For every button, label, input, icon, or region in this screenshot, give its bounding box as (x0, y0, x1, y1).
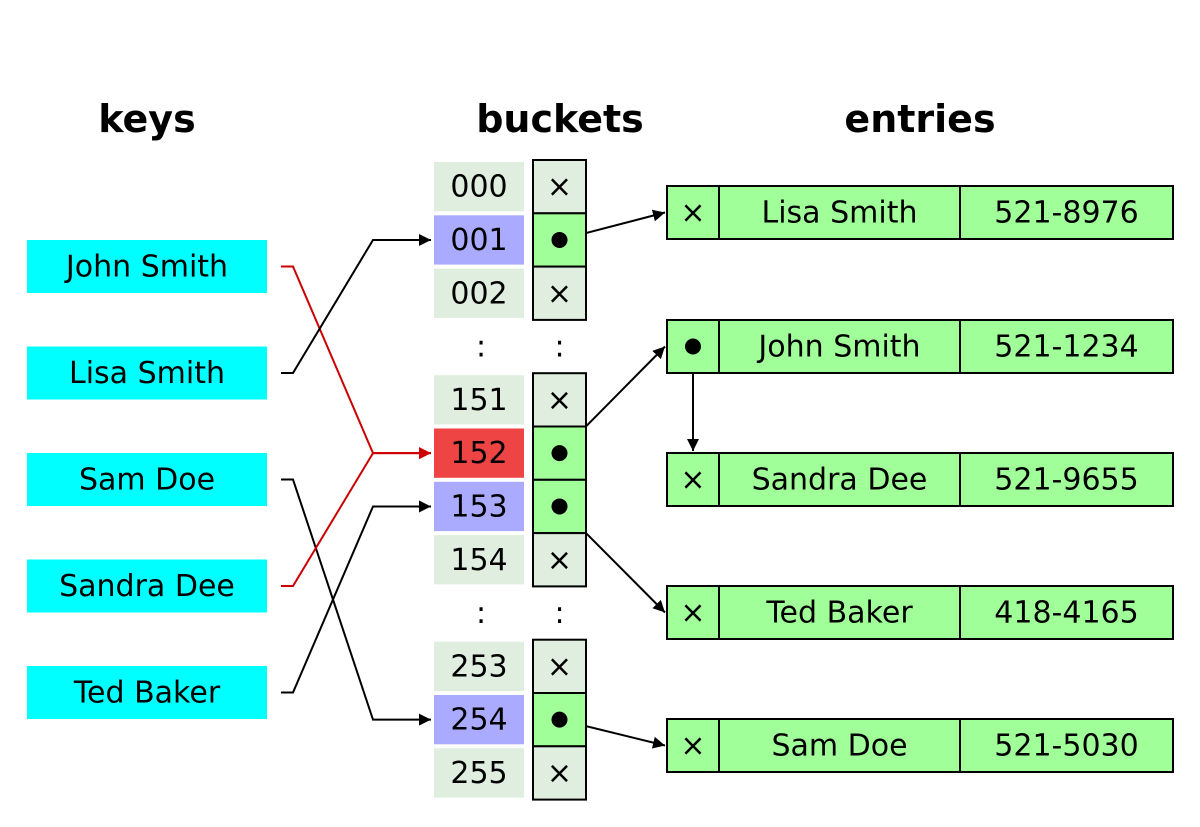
key-box-lisa-smith (27, 346, 267, 400)
key-label: Sam Doe (79, 463, 215, 498)
entry-next-cell (666, 185, 720, 240)
null-cross-icon: × (680, 596, 705, 631)
slot-ellipsis: : (554, 596, 564, 631)
keys-header: keys (98, 97, 195, 141)
bucket-number: 000 (450, 170, 507, 205)
null-cross-icon: × (547, 649, 572, 684)
pointer-dot-icon (685, 338, 701, 355)
entry-name-cell (718, 585, 961, 640)
null-cross-icon: × (547, 276, 572, 311)
entry-phone-cell (959, 585, 1174, 640)
key-to-bucket-arrow (281, 478, 431, 726)
entry-name: Ted Baker (765, 596, 913, 631)
entry-next-cell (666, 718, 720, 773)
key-box-ted-baker (27, 666, 267, 719)
entries-header: entries (844, 97, 995, 141)
bucket-number: 154 (450, 543, 507, 578)
null-cross-icon: × (547, 756, 572, 791)
pointer-dot-icon (551, 231, 568, 248)
entry-row-ted-baker: × Ted Baker 418-4165 (666, 585, 1174, 640)
key-box-john-smith (27, 240, 267, 293)
bucket-slot-255 (532, 745, 587, 801)
entry-phone: 521-9655 (994, 463, 1138, 498)
bucket-number: 002 (450, 276, 507, 311)
bucket-number: 153 (450, 489, 507, 524)
pointer-dot-icon (551, 498, 568, 515)
entry-name: Lisa Smith (762, 196, 918, 231)
bucket-number: 253 (450, 649, 507, 684)
key-to-bucket-arrow (281, 447, 431, 587)
bucket-ellipsis: : (476, 330, 486, 365)
null-cross-icon: × (547, 170, 572, 205)
entry-name-cell (718, 185, 961, 240)
bucket-number: 152 (450, 436, 507, 471)
entry-name-cell (718, 452, 961, 507)
bucket-number: 254 (450, 703, 507, 738)
null-cross-icon: × (680, 463, 705, 498)
entry-name: John Smith (756, 330, 920, 365)
entry-phone-cell (959, 718, 1174, 773)
null-cross-icon: × (547, 383, 572, 418)
bucket-slot-000 (532, 159, 587, 215)
key-to-bucket-arrow (281, 233, 431, 374)
bucket-254 (434, 695, 524, 745)
bucket-number: 255 (450, 756, 507, 791)
key-label: John Smith (64, 250, 228, 285)
bucket-001 (434, 215, 524, 265)
key-to-bucket-arrow (281, 265, 431, 460)
entry-row-john-smith: John Smith 521-1234 (666, 319, 1174, 374)
pointer-dot-icon (551, 711, 568, 728)
entry-next-cell (666, 452, 720, 507)
entry-name: Sandra Dee (752, 463, 928, 498)
bucket-152 (434, 428, 524, 478)
key-to-bucket-arrow (281, 500, 431, 694)
pointer-dots (551, 231, 701, 728)
pointer-dot-icon (551, 445, 568, 462)
key-label: Lisa Smith (69, 356, 225, 391)
entry-phone-cell (959, 185, 1174, 240)
key-box-sandra-dee (27, 559, 267, 613)
bucket-slot-002 (532, 265, 587, 321)
bucket-154 (434, 535, 524, 585)
entry-row-sam-doe: × Sam Doe 521-5030 (666, 718, 1174, 773)
bucket-151 (434, 375, 524, 425)
entry-phone: 521-1234 (994, 330, 1138, 365)
bucket-number: 151 (450, 383, 507, 418)
key-box-sam-doe (27, 453, 267, 506)
null-cross-icon: × (547, 543, 572, 578)
entry-phone-cell (959, 452, 1174, 507)
bucket-number: 001 (450, 223, 507, 258)
entry-phone: 418-4165 (994, 596, 1138, 631)
entry-phone: 521-5030 (994, 729, 1138, 764)
bucket-253 (434, 641, 524, 691)
buckets-header: buckets (476, 97, 644, 141)
null-cross-icon: × (680, 196, 705, 231)
entry-row-lisa-smith: × Lisa Smith 521-8976 (666, 185, 1174, 240)
key-label: Sandra Dee (59, 569, 235, 604)
bucket-slot-151 (532, 372, 587, 428)
bucket-ellipsis: : (476, 596, 486, 631)
entry-name: Sam Doe (771, 729, 907, 764)
bucket-153 (434, 481, 524, 532)
bucket-000 (434, 162, 524, 212)
bucket-255 (434, 748, 524, 798)
entry-phone-cell (959, 319, 1174, 374)
entry-phone: 521-8976 (994, 196, 1138, 231)
bucket-slot-154 (532, 532, 587, 588)
key-label: Ted Baker (73, 676, 221, 711)
null-cross-icon: × (680, 729, 705, 764)
entry-row-sandra-dee: × Sandra Dee 521-9655 (666, 452, 1174, 507)
slot-ellipsis: : (554, 330, 564, 365)
bucket-002 (434, 268, 524, 318)
